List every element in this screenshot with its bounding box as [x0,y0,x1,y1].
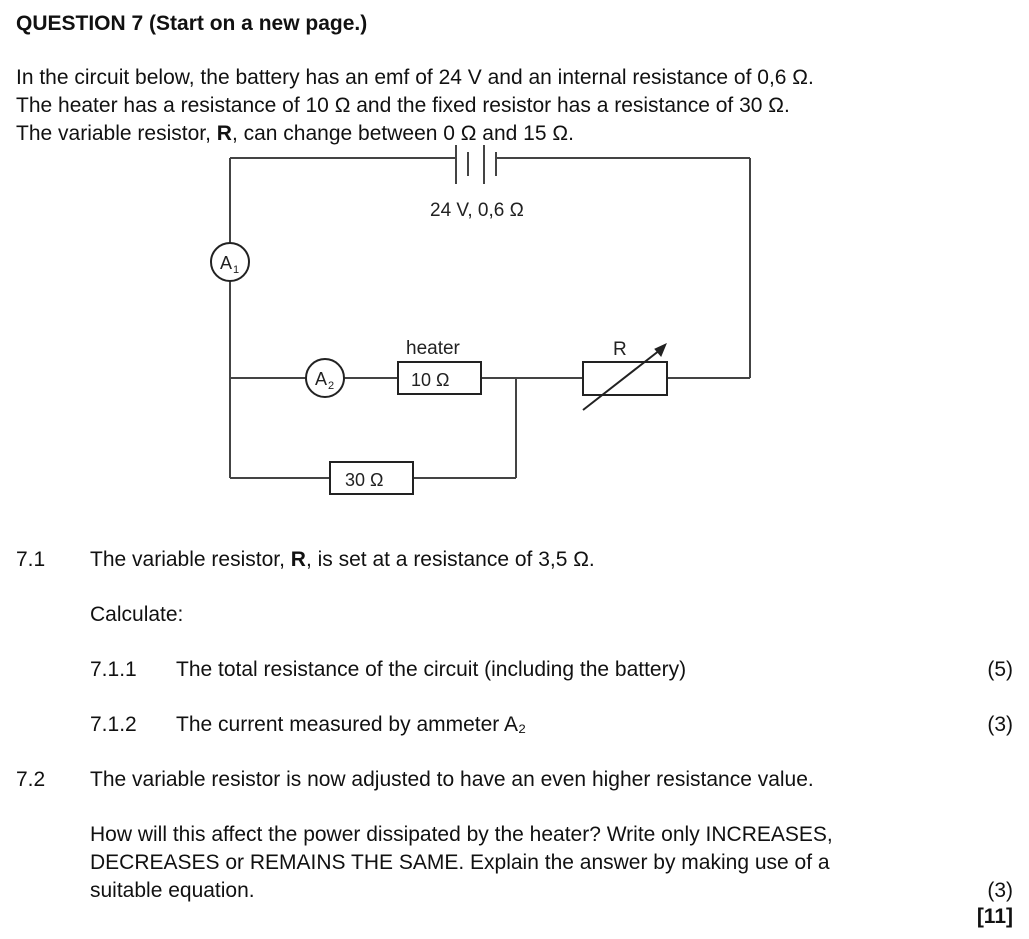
heater-label: heater [406,338,461,359]
ammeter-a2-letter: A [315,369,327,389]
ammeter-a1-sub: 1 [233,264,239,276]
heater-value: 10 Ω [411,370,449,390]
variable-resistor [582,343,668,411]
q7-2-para-line-3: suitable equation. [90,879,255,902]
q7-1-number: 7.1 [16,548,46,571]
intro-line-2: The heater has a resistance of 10 Ω and … [16,94,790,117]
q7-2-para-line-1: How will this affect the power dissipate… [90,823,833,846]
q7-2-text: The variable resistor is now adjusted to… [90,768,814,791]
heater-resistor: 10 Ω [397,361,482,395]
calculate-label: Calculate: [90,603,184,626]
question-title: QUESTION 7 (Start on a new page.) [16,12,368,35]
q7-1-1-number: 7.1.1 [90,658,137,681]
circuit-wires [229,157,751,479]
q7-1-text-pre: The variable resistor, [90,548,291,571]
q7-1-text-bold: R [290,548,306,571]
q7-1-2-text: The current measured by ammeter A₂ [176,713,527,736]
ammeter-a1: A 1 [210,242,250,282]
q7-1-text: The variable resistor, R, is set at a re… [90,548,595,572]
q7-2-para-line-2: DECREASES or REMAINS THE SAME. Explain t… [90,851,830,874]
q7-1-2-number: 7.1.2 [90,713,137,736]
intro-line-3-pre: The variable resistor, [16,122,217,145]
battery-label: 24 V, 0,6 Ω [430,200,524,221]
ammeter-a2: A 2 [305,358,345,398]
q7-2-marks: (3) [987,879,1013,902]
total-marks: [11] [976,905,1013,928]
variable-resistor-label: R [613,339,627,360]
battery-symbol [455,145,497,184]
q7-1-1-marks: (5) [987,658,1013,681]
ammeter-a1-letter: A [220,253,232,273]
intro-line-3: The variable resistor, R, can change bet… [16,120,574,148]
intro-line-3-bold: R [216,122,232,145]
fixed-resistor-value: 30 Ω [345,470,383,490]
fixed-resistor: 30 Ω [329,461,414,495]
intro-line-3-post: , can change between 0 Ω and 15 Ω. [231,122,574,145]
q7-1-1-text: The total resistance of the circuit (inc… [176,658,687,681]
circuit-diagram: 24 V, 0,6 Ω A 1 A 2 10 Ω heater R 30 Ω [210,145,751,495]
ammeter-a2-sub: 2 [328,380,334,392]
q7-2-number: 7.2 [16,768,46,791]
intro-line-1: In the circuit below, the battery has an… [16,66,814,89]
q7-1-text-post: , is set at a resistance of 3,5 Ω. [305,548,595,571]
q7-1-2-marks: (3) [987,713,1013,736]
